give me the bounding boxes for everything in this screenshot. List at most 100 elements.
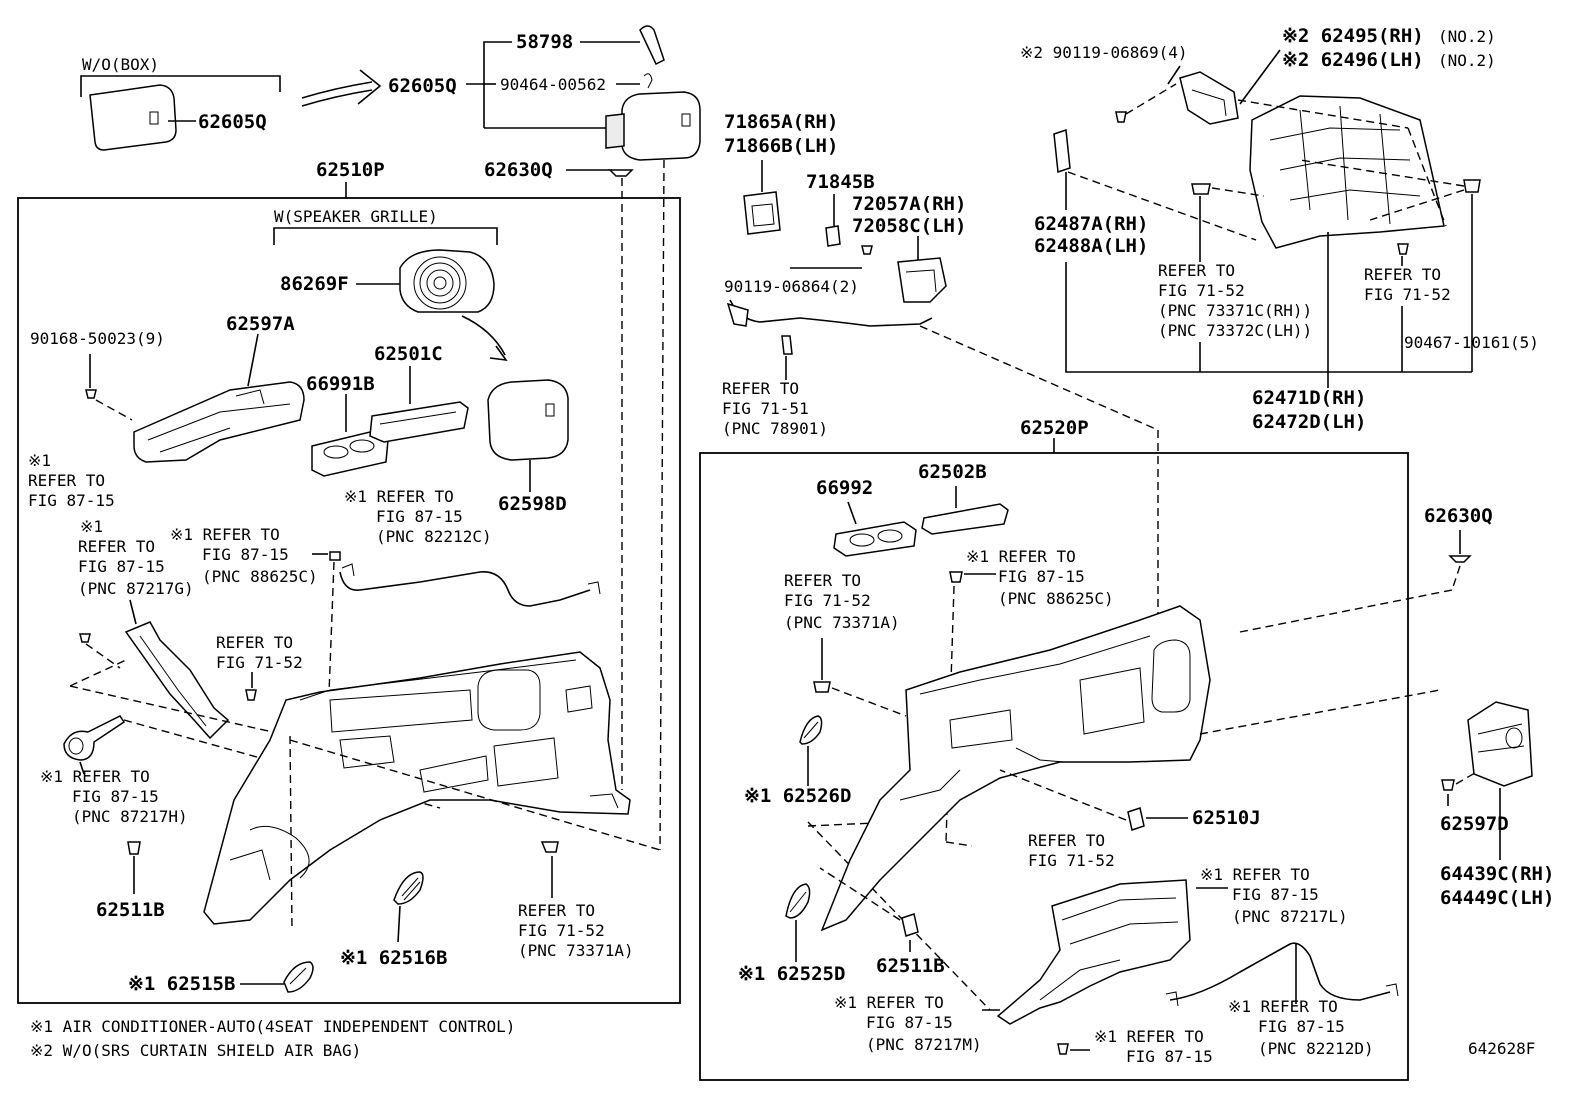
- ref-87-15-pnc87217m-l1: ※1 REFER TO: [834, 993, 944, 1012]
- label-62471d: 62471D(RH): [1252, 387, 1366, 409]
- label-62487a: 62487A(RH): [1034, 213, 1148, 235]
- label-64449c: 64449C(LH): [1440, 887, 1554, 909]
- ref-87-15-pnc88625c-b-l2: FIG 87-15: [998, 567, 1085, 586]
- clip-90467-part: [1463, 179, 1481, 193]
- wire-harness-82212d-part: [1169, 942, 1391, 1001]
- label-62630q-b: 62630Q: [1424, 505, 1493, 527]
- label-66991b: 66991B: [306, 373, 375, 395]
- ref-71-52-pnc73371c-l1: REFER TO: [1158, 261, 1235, 280]
- label-62511b-b: 62511B: [876, 955, 945, 977]
- ref-87-15-pnc87217g-l4: (PNC 87217G): [78, 579, 194, 598]
- ref-87-15-pnc87217g-l3: FIG 87-15: [78, 557, 165, 576]
- clip-62487a-part: [1053, 128, 1071, 174]
- screw-62630q-part: [1448, 555, 1472, 563]
- ref-71-51-l2: FIG 71-51: [722, 399, 809, 418]
- footnote-2: ※2 W/O(SRS CURTAIN SHIELD AIR BAG): [30, 1041, 361, 1060]
- label-62501c: 62501C: [374, 343, 443, 365]
- lock-72057a-part: [897, 257, 947, 303]
- ref-71-52-a-l1: REFER TO: [216, 633, 293, 652]
- label-71845b: 71845B: [806, 171, 875, 193]
- label-62525d: ※1 62525D: [738, 963, 845, 985]
- label-wo-box: W/O(BOX): [82, 55, 159, 74]
- label-no2-b: (NO.2): [1438, 51, 1496, 70]
- ref-87-15-bottom-l1: ※1 REFER TO: [1094, 1027, 1204, 1046]
- footnote-1: ※1 AIR CONDITIONER-AUTO(4SEAT INDEPENDEN…: [30, 1017, 515, 1036]
- ref-87-15-pnc87217l-l3: (PNC 87217L): [1232, 907, 1348, 926]
- ref-71-51-l1: REFER TO: [722, 379, 799, 398]
- label-no2-a: (NO.2): [1438, 27, 1496, 46]
- quarter-trim-upper-62471d-part: [1249, 95, 1445, 249]
- label-62495: ※2 62495(RH): [1282, 25, 1424, 47]
- cable-78901-part: [729, 299, 933, 327]
- cover-62598d-part: [487, 379, 569, 461]
- clip-71845b-part: [825, 225, 841, 247]
- label-62502b: 62502B: [918, 461, 987, 483]
- ref-71-52-b-l2: FIG 71-52: [1364, 285, 1451, 304]
- ref-87-15-pnc87217g-l1: ※1: [80, 517, 103, 536]
- ref-87-15-pnc88625c-a-l2: FIG 87-15: [202, 545, 289, 564]
- label-71865a: 71865A(RH): [724, 111, 838, 133]
- handle-71865a-part: [743, 191, 781, 235]
- label-90464-00562: 90464-00562: [500, 75, 606, 94]
- duct-87217h-part: [63, 715, 126, 761]
- duct-87217l-part: [996, 879, 1191, 1025]
- ref-87-15-pnc87217h-l2: FIG 87-15: [72, 787, 159, 806]
- duct-62597a-part: [133, 381, 305, 463]
- trim-62502b-part: [921, 503, 1009, 535]
- ref-71-52-pnc73371a-a-l3: (PNC 73371A): [518, 941, 634, 960]
- ref-71-52-c-l1: REFER TO: [1028, 831, 1105, 850]
- label-86269f: 86269F: [280, 273, 349, 295]
- label-62496: ※2 62496(LH): [1282, 49, 1424, 71]
- ref-71-52-pnc73371a-b-l3: (PNC 73371A): [784, 613, 900, 632]
- quarter-trim-right-part: [820, 605, 1211, 932]
- label-58798: 58798: [516, 31, 573, 53]
- screw-62630q-part: [608, 169, 634, 177]
- ref-87-15-pnc88625c-b-l3: (PNC 88625C): [998, 589, 1114, 608]
- ref-87-15-pnc87217m-l3: (PNC 87217M): [866, 1035, 982, 1054]
- label-62515b: ※1 62515B: [128, 973, 235, 995]
- ref-87-15-pnc87217h-l3: (PNC 87217H): [72, 807, 188, 826]
- ref-71-52-pnc73371c-l4: (PNC 73372C(LH)): [1158, 321, 1312, 340]
- label-62598d: 62598D: [498, 493, 567, 515]
- ref-87-15-pnc87217m-l2: FIG 87-15: [866, 1013, 953, 1032]
- frame-62510p: [17, 197, 681, 1004]
- label-62511b-a: 62511B: [96, 899, 165, 921]
- trim-62501c-part: [369, 401, 469, 443]
- ref-71-52-b-l1: REFER TO: [1364, 265, 1441, 284]
- ref-71-52-a-l2: FIG 71-52: [216, 653, 303, 672]
- cover-62605q-part: [621, 91, 701, 161]
- label-62630q-a: 62630Q: [484, 159, 553, 181]
- label-62526d: ※1 62526D: [744, 785, 851, 807]
- label-62520p: 62520P: [1020, 417, 1089, 439]
- bracket-62495-part: [1179, 71, 1239, 125]
- ref-87-15-pnc87217l-l1: ※1 REFER TO: [1200, 865, 1310, 884]
- quarter-trim-left-part: [203, 651, 631, 925]
- ref-87-15-pnc82212d-l3: (PNC 82212D): [1258, 1039, 1374, 1058]
- clip-58798-part: [639, 25, 665, 66]
- ref-71-52-c-l2: FIG 71-52: [1028, 851, 1115, 870]
- ref-87-15-left-l1: ※1: [28, 451, 51, 470]
- wire-harness-part: [339, 571, 591, 607]
- box-cover-part: [89, 84, 177, 151]
- label-90119-06869: ※2 90119-06869(4): [1020, 43, 1188, 62]
- label-66992: 66992: [816, 477, 873, 499]
- ref-87-15-pnc82212c-l1: ※1 REFER TO: [344, 487, 454, 506]
- label-71866b: 71866B(LH): [724, 135, 838, 157]
- label-90467-10161: 90467-10161(5): [1404, 333, 1539, 352]
- speaker-grille-part: [399, 249, 495, 313]
- ref-71-52-pnc73371a-b-l2: FIG 71-52: [784, 591, 871, 610]
- label-62488a: 62488A(LH): [1034, 235, 1148, 257]
- ref-87-15-pnc82212d-l1: ※1 REFER TO: [1228, 997, 1338, 1016]
- ref-87-15-pnc82212c-l2: FIG 87-15: [376, 507, 463, 526]
- ref-87-15-pnc87217g-l2: REFER TO: [78, 537, 155, 556]
- cupholder-66992-part: [833, 521, 917, 557]
- label-62605q-a: 62605Q: [198, 111, 267, 133]
- ref-87-15-pnc88625c-b-l1: ※1 REFER TO: [966, 547, 1076, 566]
- register-62515b-part: [283, 961, 314, 993]
- label-90119-06864: 90119-06864(2): [724, 277, 859, 296]
- ref-87-15-pnc87217h-l1: ※1 REFER TO: [40, 767, 150, 786]
- arrow-icon: [301, 81, 373, 99]
- ref-87-15-pnc87217l-l2: FIG 87-15: [1232, 885, 1319, 904]
- ref-71-51-l3: (PNC 78901): [722, 419, 828, 438]
